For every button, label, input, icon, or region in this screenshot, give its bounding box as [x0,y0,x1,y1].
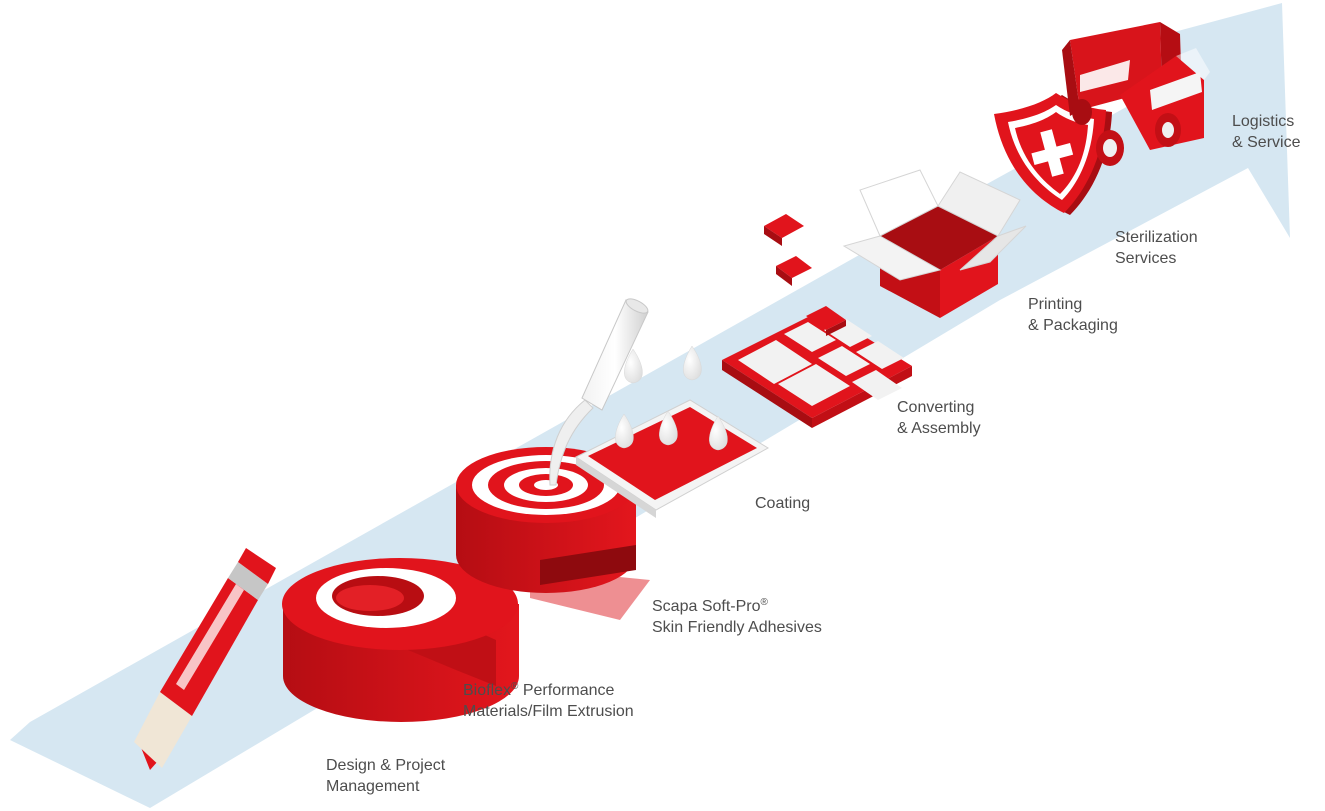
label-scapa-line1: Scapa Soft-Pro® [652,596,822,617]
label-bioflex-line2: Materials/Film Extrusion [463,703,634,720]
open-box-icon [842,169,1027,318]
bioflex-brand: Bioflex [463,682,512,699]
scapa-brand: Scapa Soft-Pro [652,598,761,615]
label-scapa-line2: Skin Friendly Adhesives [652,619,822,636]
label-converting-line2: & Assembly [897,420,981,437]
label-coating: Coating [755,493,810,514]
label-bioflex-line1: Bioflex® Performance [463,680,634,701]
label-coating-line1: Coating [755,495,811,512]
converting-tiles-icon [722,214,912,428]
truck-icon [1062,22,1210,166]
coating-drops-icon [575,345,769,518]
label-printing: Printing & Packaging [1028,294,1118,336]
label-design-line1: Design & Project [326,757,446,774]
adhesive-roll-icon [456,298,650,620]
label-printing-line2: & Packaging [1028,317,1118,334]
tape-roll-icon [282,558,519,722]
label-design-line2: Management [326,778,420,795]
label-printing-line1: Printing [1028,296,1083,313]
label-scapa: Scapa Soft-Pro® Skin Friendly Adhesives [652,596,822,638]
registered-mark: ® [760,597,768,608]
label-converting-line1: Converting [897,399,975,416]
bioflex-suffix: Performance [518,682,615,699]
label-converting: Converting & Assembly [897,397,981,439]
label-logistics-line2: & Service [1232,134,1301,151]
label-sterilization-line2: Services [1115,250,1177,267]
label-bioflex: Bioflex® Performance Materials/Film Extr… [463,680,634,722]
shield-cross-icon [994,93,1112,215]
label-sterilization: Sterilization Services [1115,227,1198,269]
label-sterilization-line1: Sterilization [1115,229,1198,246]
registered-mark: ® [511,681,519,692]
label-logistics-line1: Logistics [1232,113,1295,130]
pencil-icon [134,548,276,770]
label-logistics: Logistics & Service [1232,111,1300,153]
label-design: Design & Project Management [326,755,445,797]
